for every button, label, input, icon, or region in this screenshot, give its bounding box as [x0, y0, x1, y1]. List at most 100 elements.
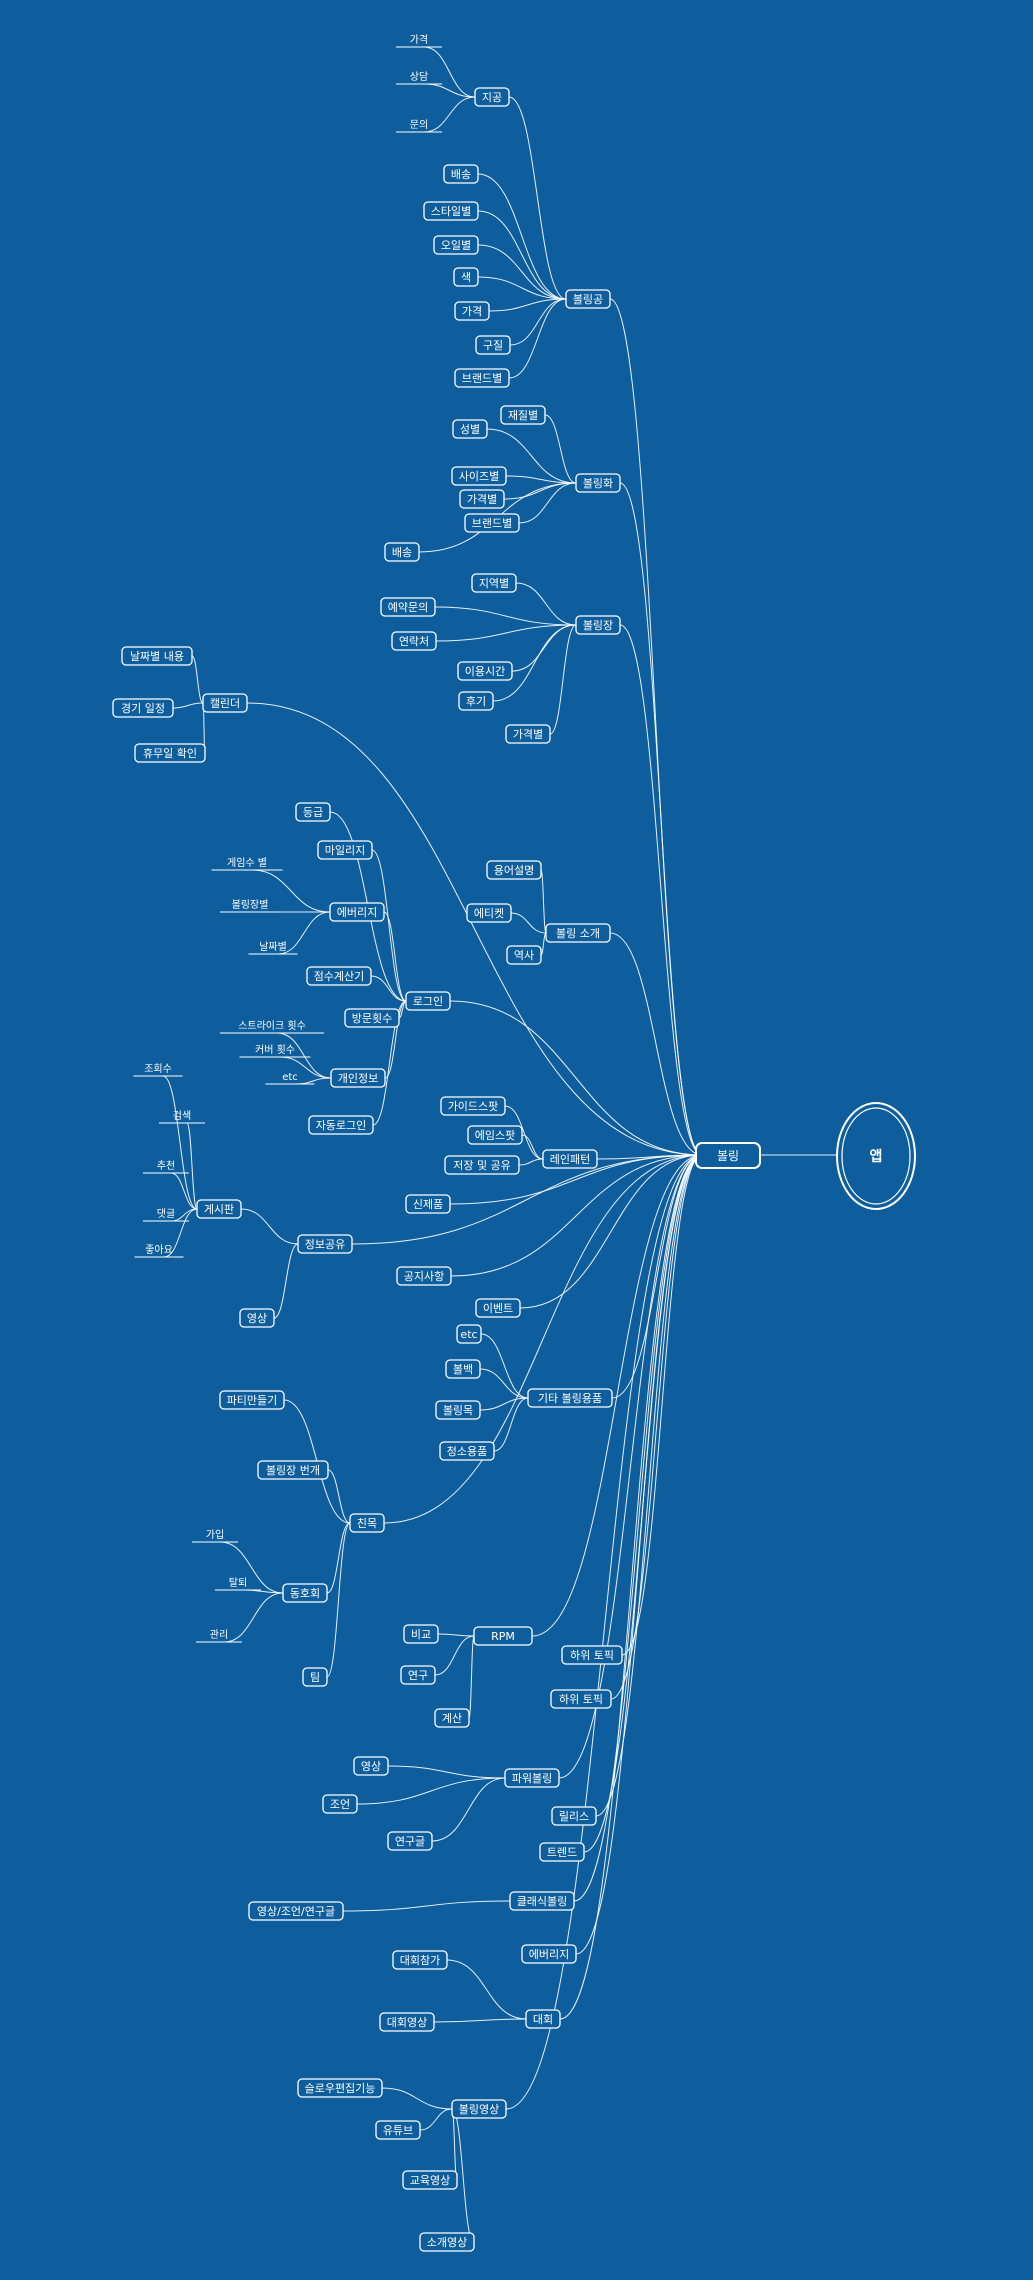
node-avg-alley[interactable]: 볼링장별: [220, 899, 280, 913]
node-shoe-material[interactable]: 재질별: [500, 405, 546, 425]
node-social-party[interactable]: 파티만들기: [219, 1390, 285, 1410]
node-rpm-compare[interactable]: 비교: [403, 1624, 439, 1644]
node-goods[interactable]: 기타 볼링용품: [527, 1388, 613, 1408]
node-lane-aim[interactable]: 에임스팟: [467, 1125, 523, 1145]
node-intro-etiquette[interactable]: 에티켓: [466, 903, 512, 923]
node-board-search[interactable]: 검색: [159, 1110, 205, 1124]
node-login[interactable]: 로그인: [405, 991, 451, 1011]
node-lane-save[interactable]: 저장 및 공유: [444, 1155, 520, 1175]
node-contest-join[interactable]: 대회참가: [392, 1950, 448, 1970]
node-ball-material[interactable]: 구질: [475, 335, 511, 355]
node-shoe-price[interactable]: 가격별: [459, 489, 505, 509]
node-club[interactable]: 동호회: [282, 1583, 328, 1603]
node-goods-clean[interactable]: 청소용품: [439, 1441, 495, 1461]
node-alley[interactable]: 볼링장: [575, 615, 621, 635]
node-video-edu[interactable]: 교육영상: [402, 2170, 458, 2190]
node-board-views[interactable]: 조회수: [133, 1063, 183, 1077]
node-power-video[interactable]: 영상: [353, 1756, 389, 1776]
node-pers-etc[interactable]: etc: [265, 1072, 315, 1085]
node-login-auto[interactable]: 자동로그인: [308, 1115, 374, 1135]
node-release[interactable]: 릴리스: [551, 1806, 597, 1826]
node-subtopic1[interactable]: 하위 토픽: [561, 1645, 623, 1665]
node-video-intro[interactable]: 소개영상: [419, 2232, 475, 2252]
node-contest-video[interactable]: 대회영상: [379, 2012, 435, 2032]
node-social-lightning[interactable]: 볼링장 번개: [257, 1460, 329, 1480]
node-power-paper[interactable]: 연구글: [387, 1831, 433, 1851]
node-rpm-research[interactable]: 연구: [400, 1665, 436, 1685]
node-pers-cover[interactable]: 커버 횟수: [239, 1044, 311, 1058]
node-trend[interactable]: 트렌드: [539, 1842, 585, 1862]
node-gonggu-consult[interactable]: 상담: [396, 71, 442, 85]
node-average[interactable]: 에버리지: [521, 1944, 577, 1964]
node-event[interactable]: 이벤트: [475, 1298, 521, 1318]
node-intro[interactable]: 볼링 소개: [545, 923, 611, 943]
root-node[interactable]: 앱: [760, 1102, 916, 1210]
node-video-youtube[interactable]: 유튜브: [375, 2120, 421, 2140]
node-power-advice[interactable]: 조언: [322, 1794, 358, 1814]
node-intro-terms[interactable]: 용어설명: [486, 860, 542, 880]
node-social[interactable]: 친목: [349, 1513, 385, 1533]
node-classic-mix[interactable]: 영상/조언/연구글: [248, 1901, 344, 1921]
node-login-grade[interactable]: 등급: [295, 802, 331, 822]
node-power[interactable]: 파워볼링: [504, 1768, 560, 1788]
node-login-score[interactable]: 점수계산기: [306, 966, 372, 986]
node-board-comment[interactable]: 댓글: [143, 1208, 189, 1222]
node-goods-glove[interactable]: 볼링목: [435, 1400, 481, 1420]
node-club-manage[interactable]: 관리: [196, 1629, 242, 1643]
node-club-join[interactable]: 가입: [192, 1528, 238, 1543]
node-cal-holiday[interactable]: 휴무일 확인: [134, 743, 206, 763]
node-board-like[interactable]: 좋아요: [134, 1244, 184, 1258]
node-gonggu-inquiry[interactable]: 문의: [396, 119, 442, 133]
node-share-video[interactable]: 영상: [239, 1308, 275, 1328]
node-lane-guide[interactable]: 가이드스팟: [440, 1096, 506, 1116]
node-login-mileage[interactable]: 마일리지: [317, 840, 373, 860]
node-ball-ship[interactable]: 배송: [443, 164, 479, 184]
node-login-avg[interactable]: 에버리지: [329, 902, 385, 922]
node-social-team[interactable]: 팀: [302, 1667, 328, 1687]
node-alley-review[interactable]: 후기: [458, 691, 494, 711]
node-shoe-ship[interactable]: 배송: [384, 542, 420, 562]
node-intro-history[interactable]: 역사: [506, 945, 542, 965]
node-board[interactable]: 게시판: [196, 1199, 242, 1219]
node-subtopic2[interactable]: 하위 토픽: [550, 1689, 612, 1709]
node-video-slow[interactable]: 슬로우편집기능: [297, 2078, 383, 2098]
node-goods-bag[interactable]: 볼백: [445, 1359, 481, 1379]
node-ball-oil[interactable]: 오일별: [433, 235, 479, 255]
node-lane[interactable]: 레인패턴: [542, 1149, 598, 1169]
node-video[interactable]: 볼링영상: [451, 2099, 507, 2119]
node-alley-contact[interactable]: 연락처: [391, 631, 437, 651]
node-gonggu[interactable]: 지공: [474, 87, 510, 107]
node-avg-games[interactable]: 게임수 별: [211, 856, 283, 871]
node-shoe-size[interactable]: 사이즈별: [451, 466, 507, 486]
node-login-personal[interactable]: 개인정보: [330, 1068, 386, 1088]
node-shoe[interactable]: 볼링화: [575, 473, 621, 493]
node-login-visits[interactable]: 방문횟수: [344, 1008, 400, 1028]
node-alley-region[interactable]: 지역별: [471, 573, 517, 593]
node-club-leave[interactable]: 탈퇴: [215, 1576, 261, 1591]
node-board-recommend[interactable]: 추천: [143, 1160, 189, 1174]
node-ball-style[interactable]: 스타일별: [423, 201, 479, 221]
node-ball-brand[interactable]: 브랜드별: [454, 368, 510, 388]
node-pers-strike[interactable]: 스트라이크 횟수: [220, 1020, 324, 1034]
node-alley-reserve[interactable]: 예약문의: [380, 597, 436, 617]
node-ball[interactable]: 볼링공: [565, 289, 611, 309]
node-ball-price[interactable]: 가격: [454, 301, 490, 321]
hub-node[interactable]: 볼링: [695, 1142, 761, 1169]
node-contest[interactable]: 대회: [525, 2009, 561, 2029]
node-classic[interactable]: 클래식볼링: [509, 1891, 575, 1911]
node-cal-date[interactable]: 날짜별 내용: [121, 646, 193, 666]
node-gonggu-price[interactable]: 가격: [396, 33, 442, 48]
node-cal-game[interactable]: 경기 일정: [112, 698, 174, 718]
node-alley-hours[interactable]: 이용시간: [457, 661, 513, 681]
node-shoe-brand[interactable]: 브랜드별: [464, 513, 520, 533]
node-ball-color[interactable]: 색: [453, 267, 479, 287]
node-avg-date[interactable]: 날짜별: [248, 941, 298, 955]
node-new-product[interactable]: 신제품: [405, 1194, 451, 1214]
node-share[interactable]: 정보공유: [297, 1234, 353, 1254]
node-rpm-calc[interactable]: 계산: [434, 1708, 470, 1728]
node-calendar[interactable]: 캘린더: [202, 693, 248, 713]
node-rpm[interactable]: RPM: [473, 1626, 533, 1646]
node-alley-price[interactable]: 가격별: [505, 724, 551, 744]
node-notice[interactable]: 공지사항: [396, 1266, 452, 1286]
node-shoe-gender[interactable]: 성별: [452, 419, 488, 439]
